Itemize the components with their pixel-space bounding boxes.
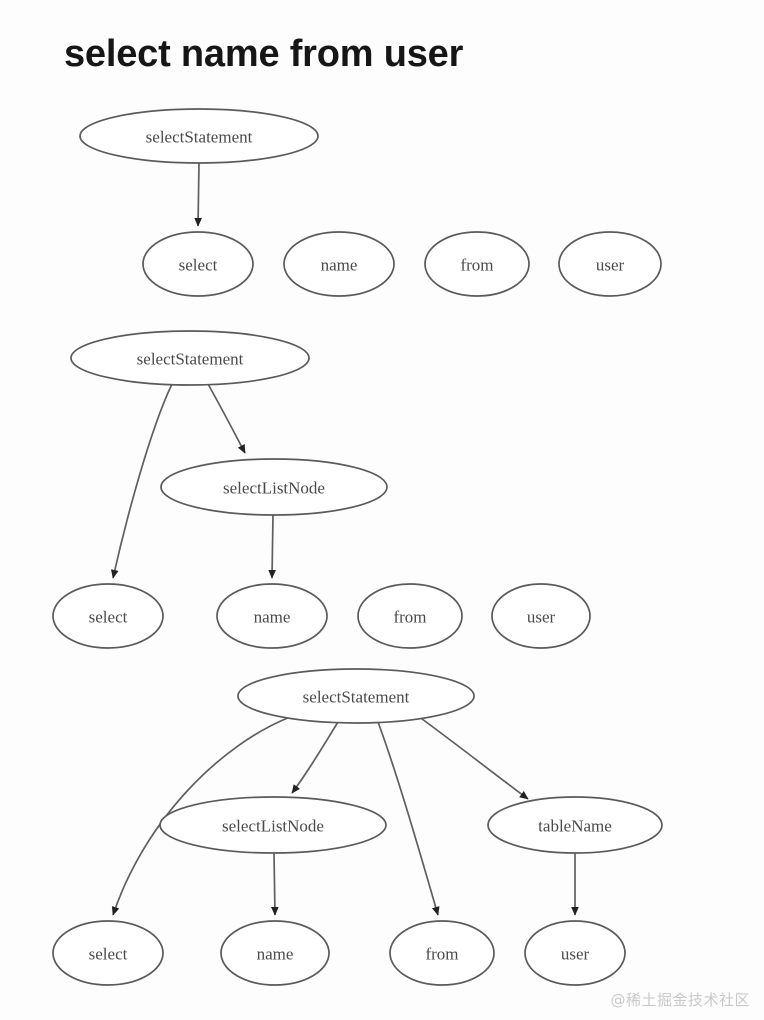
node-label: name <box>257 945 294 964</box>
node-s2-root[interactable]: selectStatement <box>70 330 310 386</box>
node-s3-selectlistnode[interactable]: selectListNode <box>159 796 387 854</box>
edge-s2-root-to-selectlistnode <box>207 383 246 454</box>
node-s1-root[interactable]: selectStatement <box>79 108 319 164</box>
node-s1-name[interactable]: name <box>283 231 395 297</box>
node-label: select <box>89 945 128 964</box>
node-label: user <box>596 256 625 275</box>
node-s1-select[interactable]: select <box>142 231 254 297</box>
node-label: tableName <box>538 817 612 836</box>
node-s2-from[interactable]: from <box>357 583 463 649</box>
node-ellipse[interactable] <box>357 583 463 649</box>
node-ellipse[interactable] <box>160 458 388 516</box>
node-label: select <box>89 608 128 627</box>
node-ellipse[interactable] <box>70 330 310 386</box>
node-label: selectStatement <box>303 688 410 707</box>
node-s2-name[interactable]: name <box>216 583 328 649</box>
node-ellipse[interactable] <box>216 583 328 649</box>
node-s3-select[interactable]: select <box>52 920 164 986</box>
node-label: from <box>460 256 493 275</box>
node-ellipse[interactable] <box>52 920 164 986</box>
node-s1-from[interactable]: from <box>424 231 530 297</box>
node-ellipse[interactable] <box>491 583 591 649</box>
edge-s3-selectlistnode-to-name <box>270 852 279 916</box>
edge-s3-root-to-tablename <box>417 715 529 800</box>
edge-s3-root-to-select <box>111 716 291 916</box>
watermark: @稀土掘金技术社区 <box>610 991 750 1009</box>
node-label: name <box>321 256 358 275</box>
node-ellipse[interactable] <box>237 668 475 724</box>
node-label: from <box>425 945 458 964</box>
node-s3-name[interactable]: name <box>220 920 330 986</box>
node-ellipse[interactable] <box>524 920 626 986</box>
edge-s3-root-to-from <box>377 721 440 916</box>
node-label: from <box>393 608 426 627</box>
node-ellipse[interactable] <box>487 796 663 854</box>
node-ellipse[interactable] <box>283 231 395 297</box>
edge-s3-root-to-selectlistnode <box>291 721 339 794</box>
node-s3-root[interactable]: selectStatement <box>237 668 475 724</box>
node-ellipse[interactable] <box>424 231 530 297</box>
node-label: select <box>179 256 218 275</box>
stage-1-group: selectStatement select name from user <box>79 108 662 297</box>
edge-s2-selectlistnode-to-name <box>268 514 277 579</box>
node-label: selectStatement <box>137 350 244 369</box>
node-label: selectListNode <box>223 479 325 498</box>
node-s2-select[interactable]: select <box>52 583 164 649</box>
node-label: user <box>561 945 590 964</box>
node-ellipse[interactable] <box>142 231 254 297</box>
node-s2-user[interactable]: user <box>491 583 591 649</box>
node-s3-user[interactable]: user <box>524 920 626 986</box>
node-s3-tablename[interactable]: tableName <box>487 796 663 854</box>
node-s2-selectlistnode[interactable]: selectListNode <box>160 458 388 516</box>
node-label: user <box>527 608 556 627</box>
stage-3-group: selectStatement selectListNode tableName… <box>52 668 663 986</box>
node-ellipse[interactable] <box>159 796 387 854</box>
node-ellipse[interactable] <box>79 108 319 164</box>
node-s3-from[interactable]: from <box>389 920 495 986</box>
edge-selectstatement-to-select <box>194 162 203 227</box>
node-label: selectStatement <box>146 128 253 147</box>
node-label: selectListNode <box>222 817 324 836</box>
node-ellipse[interactable] <box>52 583 164 649</box>
node-ellipse[interactable] <box>220 920 330 986</box>
node-s1-user[interactable]: user <box>558 231 662 297</box>
stage-2-group: selectStatement selectListNode select na… <box>52 330 591 649</box>
node-label: name <box>254 608 291 627</box>
node-ellipse[interactable] <box>389 920 495 986</box>
edge-s2-root-to-select <box>110 383 173 579</box>
page-title: select name from user <box>64 33 464 75</box>
node-ellipse[interactable] <box>558 231 662 297</box>
